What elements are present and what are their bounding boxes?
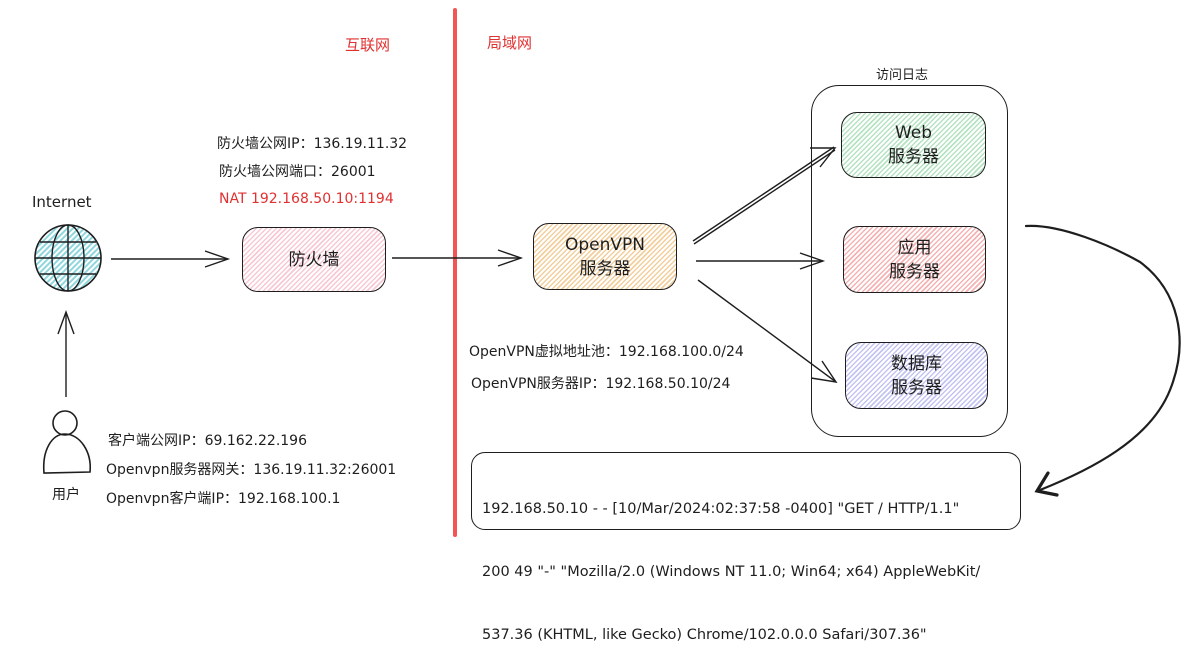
- arrow-openvpn-to-app: [696, 252, 826, 270]
- access-log-entry: 192.168.50.10 - - [10/Mar/2024:02:37:58 …: [471, 452, 1021, 643]
- openvpn-label-line2: 服务器: [579, 258, 631, 279]
- user-openvpn-gateway: Openvpn服务器网关：136.19.11.32:26001: [106, 462, 397, 478]
- access-log-line: 192.168.50.10 - - [10/Mar/2024:02:37:58 …: [482, 501, 960, 517]
- firewall-label: 防火墙: [288, 249, 340, 270]
- arrow-openvpn-to-db: [697, 279, 838, 383]
- user-icon: [42, 410, 91, 474]
- app-server-label-line2: 服务器: [889, 261, 940, 282]
- db-server-label-line1: 数据库: [891, 353, 942, 374]
- servers-group: [811, 85, 1008, 437]
- firewall-node[interactable]: 防火墙: [242, 227, 386, 292]
- zone-label-lan: 局域网: [487, 34, 533, 52]
- internet-label: Internet: [32, 193, 92, 211]
- web-server-label-line2: 服务器: [888, 147, 939, 167]
- openvpn-server-node[interactable]: OpenVPN 服务器: [533, 223, 677, 290]
- arrow-group-to-access-log: [1024, 224, 1181, 497]
- db-server-label-line2: 服务器: [891, 377, 942, 398]
- firewall-public-ip: 防火墙公网IP：136.19.11.32: [217, 136, 408, 152]
- user-public-ip: 客户端公网IP：69.162.22.196: [108, 433, 307, 449]
- user-openvpn-client-ip: Openvpn客户端IP：192.168.100.1: [106, 491, 341, 507]
- diagram-connectors: [34, 8, 1181, 537]
- web-server-node[interactable]: Web 服务器: [841, 112, 986, 178]
- zone-label-internet: 互联网: [345, 36, 391, 54]
- openvpn-server-ip: OpenVPN服务器IP：192.168.50.10/24: [471, 376, 731, 392]
- user-label: 用户: [52, 487, 80, 503]
- servers-group-title: 访问日志: [876, 68, 929, 83]
- access-log-line: 537.36 (KHTML, like Gecko) Chrome/102.0.…: [482, 627, 927, 643]
- openvpn-address-pool: OpenVPN虚拟地址池：192.168.100.0/24: [469, 344, 744, 360]
- web-server-label-line1: Web: [894, 123, 933, 143]
- arrow-internet-to-firewall: [111, 250, 231, 268]
- arrow-firewall-to-openvpn: [392, 249, 524, 267]
- firewall-nat-rule: NAT 192.168.50.10:1194: [219, 191, 394, 207]
- openvpn-label-line1: OpenVPN: [564, 234, 645, 255]
- access-log-line: 200 49 "-" "Mozilla/2.0 (Windows NT 11.0…: [482, 564, 981, 580]
- app-server-node[interactable]: 应用 服务器: [843, 226, 986, 293]
- arrow-user-to-internet: [57, 309, 75, 397]
- firewall-public-port: 防火墙公网端口：26001: [219, 164, 376, 180]
- globe-icon: [34, 224, 102, 292]
- app-server-label-line1: 应用: [897, 237, 932, 258]
- db-server-node[interactable]: 数据库 服务器: [845, 342, 988, 409]
